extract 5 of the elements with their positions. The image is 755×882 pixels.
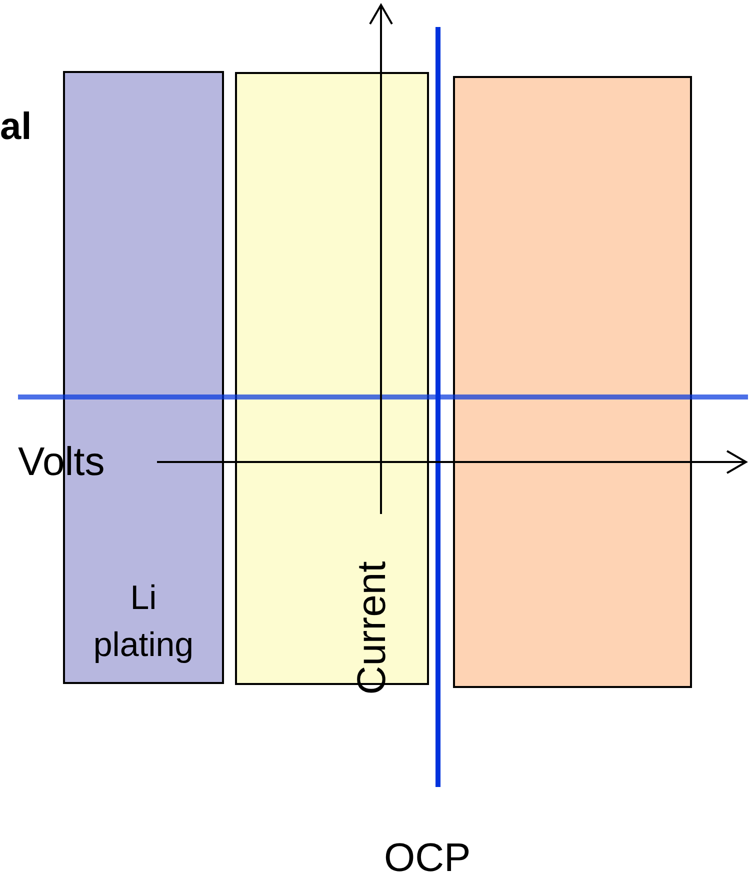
region-label: Li plating xyxy=(92,578,195,666)
line-label: OCP xyxy=(384,838,471,878)
heading-text: al xyxy=(0,108,32,146)
axis-label: Current xyxy=(352,561,392,695)
region-box xyxy=(453,76,692,688)
